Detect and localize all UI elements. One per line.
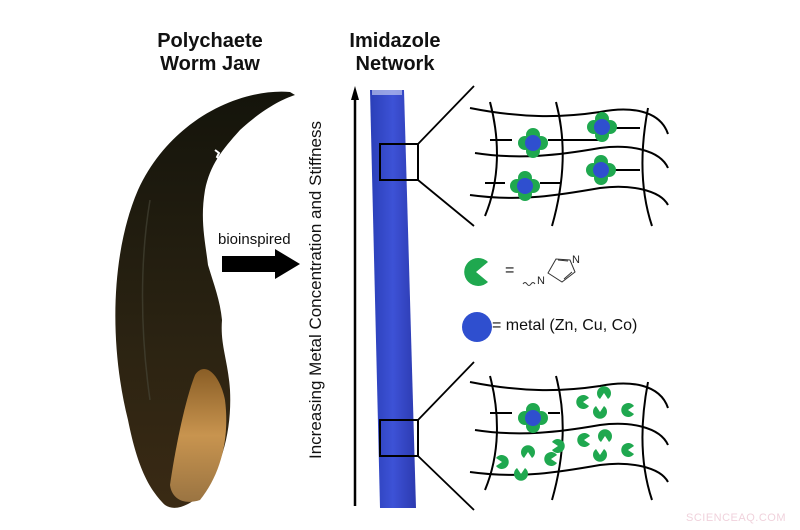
metal-site [587, 112, 617, 142]
metal-legend-text: = metal (Zn, Cu, Co) [492, 317, 638, 334]
axis-label: Increasing Metal Concentration and Stiff… [306, 121, 325, 459]
bioinspired-arrow-icon [222, 249, 300, 279]
imidazole-network-rod [370, 90, 416, 508]
title-line: Polychaete [157, 30, 263, 52]
metal-circle-icon [462, 312, 492, 342]
imidazole-structure-icon [522, 258, 576, 286]
zoom-box-top [379, 143, 419, 181]
title-line: Network [355, 53, 435, 75]
title-polychaete-worm-jaw: Polychaete Worm Jaw [140, 30, 280, 76]
ligand-pacman-icon [464, 258, 488, 287]
metal-site [518, 128, 548, 158]
ligand-equals: = [505, 262, 515, 279]
network-top-high-metal [469, 101, 669, 227]
worm-jaw-image [115, 91, 296, 508]
title-line: Imidazole [349, 30, 441, 52]
zoom-box-bottom [379, 419, 419, 457]
imidazole-n1: N [537, 275, 545, 287]
title-imidazole-network: Imidazole Network [330, 30, 460, 76]
vertical-axis-arrow-icon [351, 86, 359, 506]
metal-site [518, 403, 548, 433]
network-bottom-low-metal [469, 375, 669, 501]
title-line: Worm Jaw [160, 53, 260, 75]
bioinspired-label: bioinspired [218, 231, 291, 248]
imidazole-n3: N [572, 254, 580, 266]
watermark: SCIENCEAQ.COM [685, 512, 786, 524]
metal-site [586, 155, 616, 185]
